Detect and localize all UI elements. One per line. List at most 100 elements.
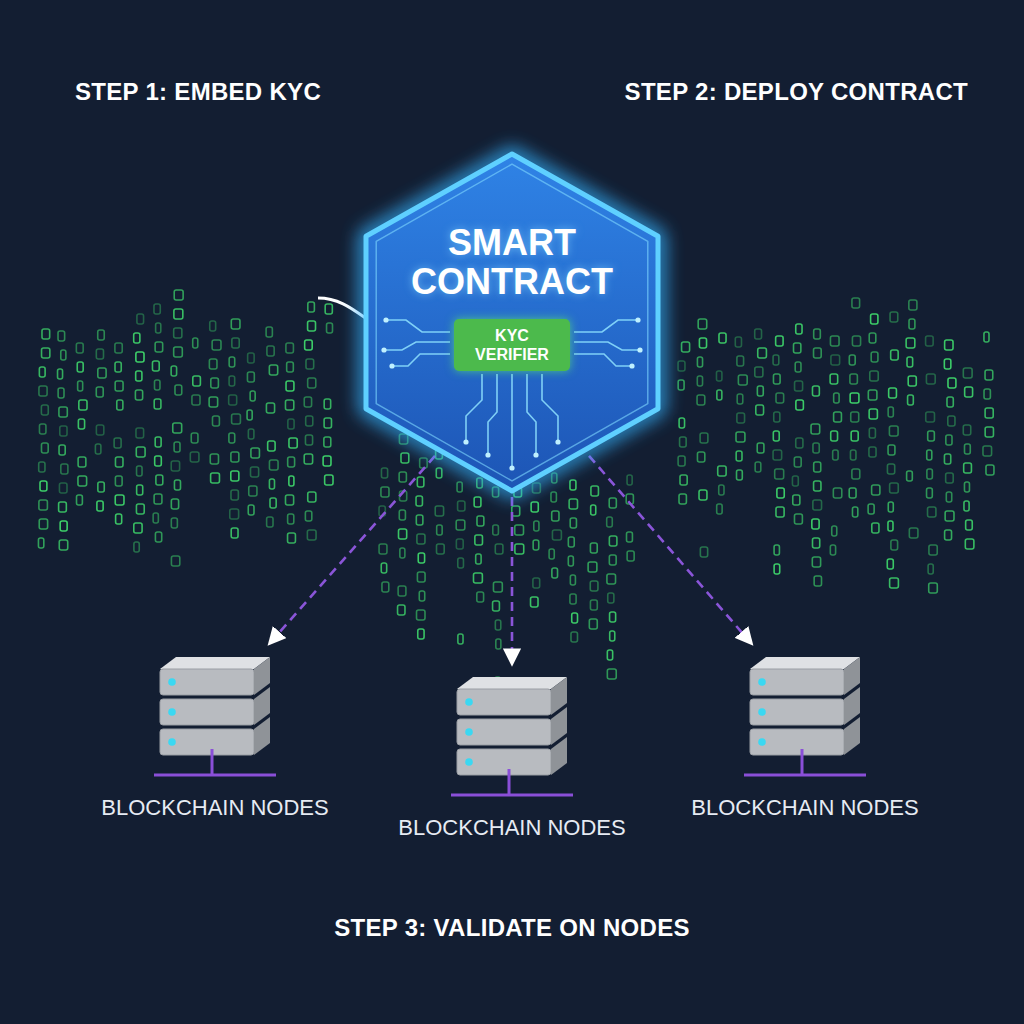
data-glyph <box>590 600 597 610</box>
data-glyph <box>171 499 178 509</box>
data-glyph <box>39 462 45 472</box>
data-glyph <box>193 338 198 348</box>
data-glyph <box>964 482 969 492</box>
server-slab <box>457 719 551 745</box>
data-glyph <box>570 594 576 604</box>
data-glyph <box>868 390 877 400</box>
data-glyph <box>174 480 180 490</box>
data-glyph <box>308 321 316 331</box>
circuit-pad <box>635 317 640 322</box>
data-glyph <box>872 485 880 495</box>
data-glyph <box>697 376 702 386</box>
data-glyph <box>814 576 821 586</box>
data-glyph <box>909 319 915 329</box>
data-glyph <box>869 409 877 419</box>
data-glyph <box>306 416 313 426</box>
data-glyph <box>830 374 838 384</box>
data-glyph <box>473 573 482 583</box>
data-glyph <box>153 513 158 523</box>
data-glyph <box>98 368 106 378</box>
data-glyph <box>549 549 554 559</box>
data-glyph <box>533 540 539 550</box>
server-slab <box>750 729 844 755</box>
step-label: STEP 1: EMBED KYC <box>75 78 321 106</box>
data-glyph <box>251 467 259 477</box>
data-glyph <box>458 558 464 568</box>
data-glyph <box>849 488 856 498</box>
data-glyph <box>267 517 273 527</box>
data-glyph <box>154 494 162 504</box>
data-glyph <box>324 399 330 409</box>
data-glyph <box>230 509 239 519</box>
data-glyph <box>266 327 272 337</box>
data-glyph <box>155 456 162 466</box>
data-glyph <box>211 378 219 388</box>
data-glyph <box>77 362 83 372</box>
data-glyph <box>416 515 423 525</box>
data-glyph <box>775 469 784 479</box>
data-glyph <box>58 388 64 398</box>
status-led <box>758 678 766 686</box>
data-glyph <box>738 375 747 385</box>
data-glyph <box>209 359 217 369</box>
data-glyph <box>457 482 462 492</box>
data-glyph <box>78 476 87 486</box>
data-glyph <box>305 435 312 445</box>
data-glyph <box>928 431 935 441</box>
data-glyph <box>98 482 104 492</box>
data-glyph <box>325 475 333 485</box>
data-glyph <box>171 556 179 566</box>
data-glyph <box>229 376 235 386</box>
data-glyph <box>96 387 103 397</box>
data-glyph <box>928 564 933 574</box>
data-glyph <box>607 650 612 660</box>
data-glyph <box>795 381 803 391</box>
data-glyph <box>776 336 783 346</box>
data-glyph <box>136 371 142 381</box>
data-glyph <box>398 586 406 596</box>
data-glyph <box>627 532 633 542</box>
data-glyph <box>515 525 524 535</box>
circuit-trace <box>466 374 482 442</box>
data-glyph <box>324 418 331 428</box>
data-glyph <box>888 502 893 512</box>
data-glyph <box>436 468 442 478</box>
data-glyph <box>966 520 973 530</box>
data-glyph <box>248 429 254 439</box>
data-glyph <box>308 302 315 312</box>
data-glyph <box>719 333 726 343</box>
data-glyph <box>946 435 952 445</box>
data-glyph <box>607 574 616 584</box>
data-glyph <box>680 437 687 447</box>
data-glyph <box>679 418 684 428</box>
data-glyph <box>381 468 387 478</box>
data-glyph <box>872 523 879 533</box>
data-glyph <box>870 371 878 381</box>
data-glyph <box>796 324 802 334</box>
data-glyph <box>306 359 314 369</box>
data-glyph <box>889 426 898 436</box>
data-glyph <box>152 361 159 371</box>
data-glyph <box>493 601 500 611</box>
smart-contract-hexagon: SMART CONTRACTKYC VERIFIER <box>362 150 662 495</box>
data-glyph <box>850 374 857 384</box>
data-glyph <box>610 612 616 622</box>
data-glyph <box>944 454 950 464</box>
hexagon-inner-rim <box>376 164 648 481</box>
data-glyph <box>269 479 274 489</box>
data-glyph <box>78 381 83 391</box>
data-glyph <box>268 441 275 451</box>
data-glyph <box>531 502 538 512</box>
data-glyph <box>887 559 893 569</box>
data-glyph <box>591 505 596 515</box>
data-glyph <box>399 472 406 482</box>
data-glyph <box>568 556 573 566</box>
data-glyph <box>929 583 938 593</box>
data-glyph <box>96 349 103 359</box>
deploy-connector <box>589 456 751 643</box>
data-glyph <box>552 530 561 540</box>
data-glyph <box>813 443 819 453</box>
data-glyph <box>591 486 599 496</box>
data-glyph <box>964 501 969 511</box>
data-glyph <box>531 597 538 607</box>
